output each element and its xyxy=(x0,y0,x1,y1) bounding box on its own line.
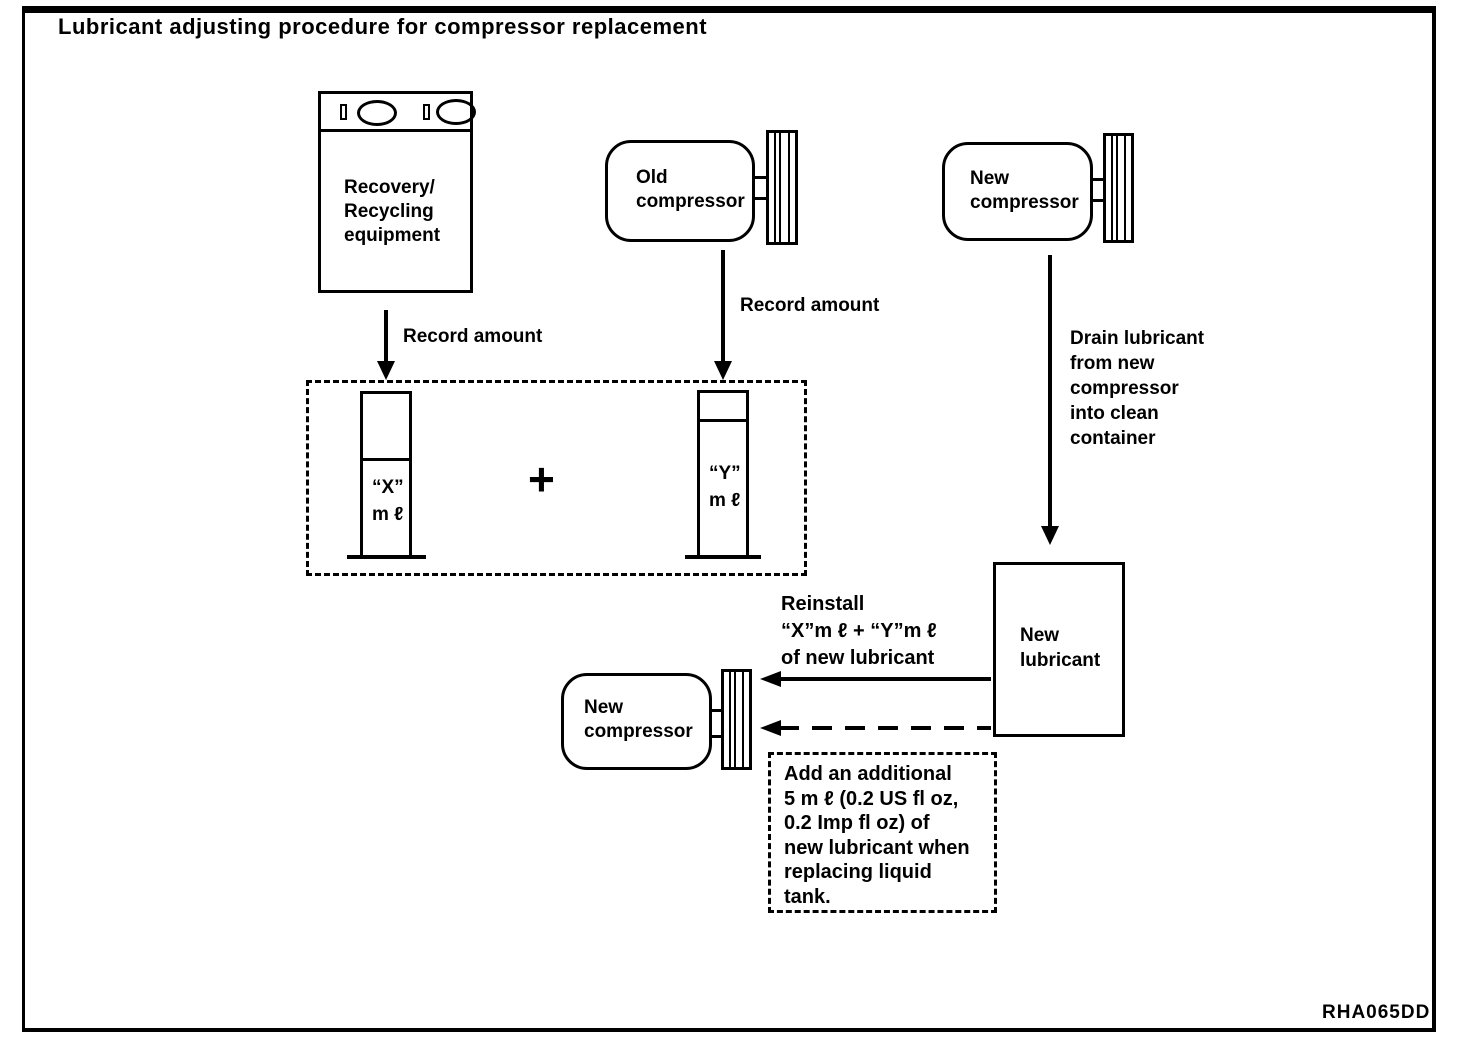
record-amount-label-right: Record amount xyxy=(740,295,880,316)
pulley-icon xyxy=(1103,133,1134,243)
arrow-head-down-icon xyxy=(714,361,732,380)
additional-lubricant-note: Add an additional 5 m ℓ (0.2 US fl oz, 0… xyxy=(784,763,970,908)
pulley-groove xyxy=(1116,136,1118,240)
compressor-shaft-line xyxy=(753,176,767,179)
arrow-oldcomp-to-cylinder xyxy=(721,250,725,364)
arrow-lubricant-to-newcomp xyxy=(779,677,991,681)
compressor-shaft-line xyxy=(1091,178,1105,181)
new-compressor-top-body: New compressor xyxy=(942,142,1093,241)
fluid-level-line xyxy=(363,458,409,461)
pulley-groove xyxy=(774,133,776,242)
arrow-head-left-icon xyxy=(760,671,781,687)
arrow-head-left-icon xyxy=(760,720,781,736)
arrow-head-down-icon xyxy=(1041,526,1059,545)
diagram-border xyxy=(22,6,1436,1032)
arrow-head-down-icon xyxy=(377,361,395,380)
recovery-equipment-label: Recovery/ Recycling equipment xyxy=(344,177,441,246)
new-lubricant-box: New lubricant xyxy=(993,562,1125,737)
drain-lubricant-label: Drain lubricant from new compressor into… xyxy=(1070,328,1205,449)
gauge-icon xyxy=(436,99,476,125)
figure-reference-code: RHA065DD xyxy=(1322,1002,1431,1023)
measuring-cylinder-y: “Y” m ℓ xyxy=(697,390,749,558)
compressor-shaft-line xyxy=(710,709,723,712)
pulley-groove xyxy=(1111,136,1113,240)
switch-icon xyxy=(340,104,347,120)
old-compressor-label: Old compressor xyxy=(636,167,745,212)
measuring-cylinder-x: “X” m ℓ xyxy=(360,391,412,558)
pulley-groove xyxy=(1124,136,1126,240)
new-compressor-bottom-body: New compressor xyxy=(561,673,712,770)
cylinder-base-line xyxy=(347,555,426,559)
arrow-equipment-to-cylinder xyxy=(384,310,388,364)
cylinder-base-line xyxy=(685,555,761,559)
new-compressor-top-label: New compressor xyxy=(970,168,1079,213)
pulley-icon xyxy=(766,130,798,245)
compressor-shaft-line xyxy=(710,735,723,738)
dashed-arrow-additional-lubricant xyxy=(779,726,991,730)
fluid-level-line xyxy=(700,419,746,422)
reinstall-label: Reinstall “X”m ℓ + “Y”m ℓ of new lubrica… xyxy=(781,593,937,669)
pulley-groove xyxy=(729,672,731,767)
plus-symbol: + xyxy=(528,453,555,505)
pulley-groove xyxy=(742,672,744,767)
page-title: Lubricant adjusting procedure for compre… xyxy=(58,14,708,39)
arrow-newcomp-to-lubricant xyxy=(1048,255,1052,528)
measuring-area-dashed-box xyxy=(306,380,807,576)
record-amount-label-left: Record amount xyxy=(403,326,543,347)
additional-lubricant-note-box: Add an additional 5 m ℓ (0.2 US fl oz, 0… xyxy=(768,752,997,913)
new-lubricant-label: New lubricant xyxy=(1020,625,1101,671)
pulley-groove xyxy=(734,672,736,767)
pulley-icon xyxy=(721,669,752,770)
recovery-equipment-box: Recovery/ Recycling equipment xyxy=(318,91,476,293)
switch-icon xyxy=(423,104,430,120)
gauge-icon xyxy=(357,100,397,126)
old-compressor-body: Old compressor xyxy=(605,140,755,242)
new-compressor-bottom-label: New compressor xyxy=(584,697,693,742)
compressor-shaft-line xyxy=(753,197,767,200)
cylinder-x-label: “X” m ℓ xyxy=(372,477,404,525)
cylinder-y-label: “Y” m ℓ xyxy=(709,463,741,511)
pulley-groove xyxy=(788,133,790,242)
equipment-control-panel xyxy=(321,94,476,132)
compressor-shaft-line xyxy=(1091,199,1105,202)
pulley-groove xyxy=(779,133,781,242)
